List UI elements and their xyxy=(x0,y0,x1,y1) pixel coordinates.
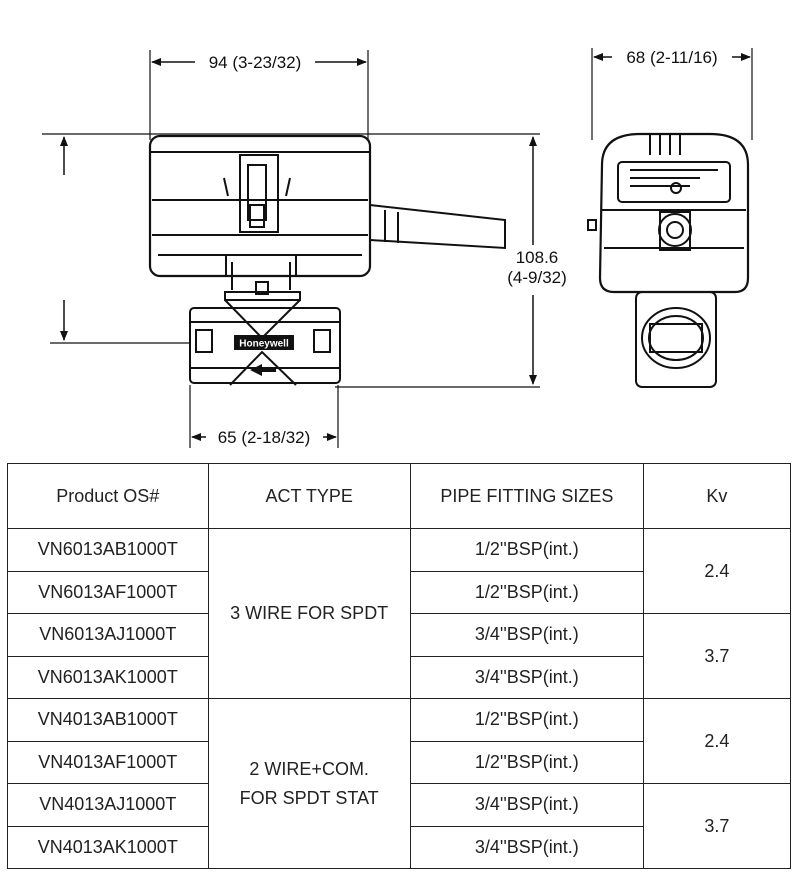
act-type-line: FOR SPDT STAT xyxy=(239,787,379,808)
act-type-cell: 3 WIRE FOR SPDT xyxy=(207,528,411,699)
product-cell: VN4013AF1000T xyxy=(7,740,209,784)
table-row: VN6013AJ1000T 3/4''BSP(int.) 3.7 xyxy=(7,613,792,699)
act-type-cell: 2 WIRE+COM. FOR SPDT STAT xyxy=(207,698,411,869)
kv-cell: 3.7 xyxy=(642,783,792,869)
table-header-row: Product OS# ACT TYPE PIPE FITTING SIZES … xyxy=(7,463,792,529)
product-cell: VN6013AB1000T xyxy=(7,528,209,572)
product-cell: VN4013AJ1000T xyxy=(7,783,209,827)
height-dimension-in: (4-9/32) xyxy=(507,268,567,287)
bottom-width-dimension: 65 (2-18/32) xyxy=(218,428,311,447)
pipe-cell: 3/4''BSP(int.) xyxy=(409,783,644,827)
top-width-dimension: 94 (3-23/32) xyxy=(209,53,302,72)
table-row: VN6013AF1000T 1/2''BSP(int.) xyxy=(7,570,791,614)
height-dimension-mm: 108.6 xyxy=(516,248,559,267)
kv-cell: 2.4 xyxy=(642,698,792,784)
side-view xyxy=(587,48,753,388)
header-kv: Kv xyxy=(642,463,792,529)
table-row: VN6013AK1000T 3/4''BSP(int.) xyxy=(7,655,791,699)
pipe-cell: 1/2''BSP(int.) xyxy=(409,528,644,572)
pipe-cell: 3/4''BSP(int.) xyxy=(409,825,644,869)
product-cell: VN4013AB1000T xyxy=(7,698,209,742)
valve-dimension-drawing: Honeywell 94 (3-23/32) 68 (2-11/16) xyxy=(42,48,753,448)
pipe-cell: 1/2''BSP(int.) xyxy=(409,570,644,614)
pipe-cell: 1/2''BSP(int.) xyxy=(409,740,644,784)
table-row: VN4013AF1000T 1/2''BSP(int.) xyxy=(7,740,791,784)
act-type-line: 2 WIRE+COM. xyxy=(249,758,369,779)
header-act-type: ACT TYPE xyxy=(207,463,411,529)
table-row: VN4013AJ1000T 3/4''BSP(int.) 3.7 xyxy=(7,783,792,869)
front-view: Honeywell xyxy=(42,50,540,448)
pipe-cell: 3/4''BSP(int.) xyxy=(409,655,644,699)
header-product: Product OS# xyxy=(7,463,209,529)
product-cell: VN4013AK1000T xyxy=(7,825,209,869)
honeywell-logo: Honeywell xyxy=(239,339,289,350)
act-type-line: 3 WIRE FOR SPDT xyxy=(230,603,389,623)
table-row: VN6013AB1000T 3 WIRE FOR SPDT 1/2''BSP(i… xyxy=(7,528,792,699)
pipe-cell: 3/4''BSP(int.) xyxy=(409,613,644,657)
product-cell: VN6013AJ1000T xyxy=(7,613,209,657)
product-cell: VN6013AF1000T xyxy=(7,570,209,614)
table-row: VN4013AK1000T 3/4''BSP(int.) xyxy=(7,825,791,869)
side-width-dimension: 68 (2-11/16) xyxy=(626,48,717,67)
product-cell: VN6013AK1000T xyxy=(7,655,209,699)
table-row: VN4013AB1000T 2 WIRE+COM. FOR SPDT STAT … xyxy=(7,698,792,869)
kv-cell: 2.4 xyxy=(642,528,792,614)
kv-cell: 3.7 xyxy=(642,613,792,699)
product-spec-table: Product OS# ACT TYPE PIPE FITTING SIZES … xyxy=(7,463,792,869)
pipe-cell: 1/2''BSP(int.) xyxy=(409,698,644,742)
header-pipe-fitting: PIPE FITTING SIZES xyxy=(409,463,644,529)
